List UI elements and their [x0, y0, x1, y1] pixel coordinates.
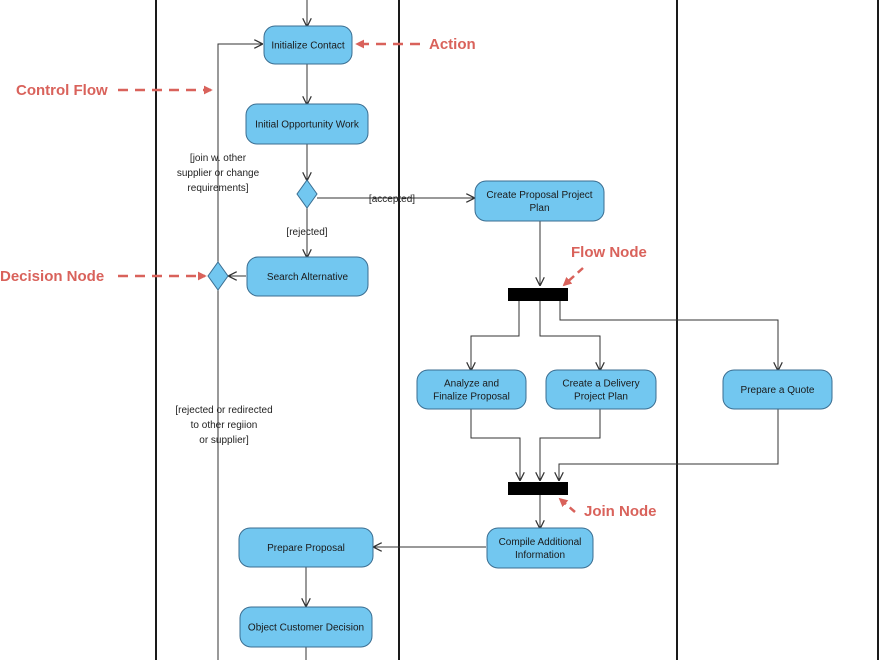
- action-node-label: Plan: [529, 203, 549, 214]
- action-node-shape: [416, 369, 527, 410]
- action-node-label: Initialize Contact: [271, 41, 345, 52]
- action-node-initialize-contact[interactable]: Initialize Contact: [263, 25, 353, 65]
- action-node-shape: [238, 527, 374, 568]
- annotation-decision-node: Decision Node: [0, 268, 104, 285]
- guard-join-other-line: requirements]: [187, 183, 248, 194]
- action-node-shape: [263, 25, 353, 65]
- guard-rejected: [rejected]: [286, 227, 327, 238]
- guard-labels: [join w. other supplier or change requir…: [175, 153, 415, 446]
- action-node-label: Create a Delivery: [562, 379, 639, 390]
- decision-node-alternative[interactable]: [207, 261, 229, 291]
- annotation-control-flow: Control Flow: [16, 82, 108, 99]
- guard-join-other-line: supplier or change: [177, 168, 260, 179]
- action-node-shape: [486, 527, 594, 569]
- guard-join-other-line: [join w. other: [190, 153, 247, 164]
- flow-fork-to-quote: [559, 301, 778, 370]
- action-node-label: Initial Opportunity Work: [255, 120, 360, 131]
- flow-join-other-supplier: [217, 44, 262, 266]
- action-node-object-customer-decision[interactable]: Object Customer Decision: [239, 606, 373, 648]
- annotation-flow-node: Flow Node: [571, 244, 647, 261]
- guard-accepted: [accepted]: [369, 194, 415, 205]
- flow-analyze-to-join: [470, 409, 520, 480]
- action-node-search-alternative[interactable]: Search Alternative: [246, 256, 369, 297]
- action-node-label: Object Customer Decision: [248, 623, 364, 634]
- action-node-shape: [474, 180, 605, 222]
- action-node-prepare-proposal[interactable]: Prepare Proposal: [238, 527, 374, 568]
- action-node-label: Prepare Proposal: [267, 543, 345, 554]
- flow-fork-to-delivery: [539, 301, 600, 370]
- annotation-join-node: Join Node: [584, 503, 657, 520]
- join-node-bar[interactable]: [508, 482, 568, 495]
- action-node-label: Prepare a Quote: [741, 385, 815, 396]
- flow-delivery-to-join: [540, 409, 601, 480]
- action-node-label: Finalize Proposal: [433, 392, 510, 403]
- action-node-shape: [239, 606, 373, 648]
- decision-node-opportunity[interactable]: [296, 179, 318, 209]
- action-node-label: Analyze and: [444, 379, 499, 390]
- annotation-flow-node-arrow: [562, 267, 584, 287]
- action-node-shape: [545, 369, 657, 410]
- annotation-action: Action: [429, 36, 476, 53]
- guard-rejected-redirected-line: to other regiion: [191, 420, 258, 431]
- control-flows: [217, 0, 779, 660]
- action-node-shape: [245, 103, 369, 145]
- guard-rejected-redirected-line: or supplier]: [199, 435, 249, 446]
- action-node-shape: [246, 256, 369, 297]
- flow-fork-to-analyze: [471, 301, 520, 370]
- flow-quote-to-join: [559, 409, 779, 480]
- action-node-initial-opportunity-work[interactable]: Initial Opportunity Work: [245, 103, 369, 145]
- action-node-label: Create Proposal Project: [486, 190, 592, 201]
- action-node-shape: [722, 369, 833, 410]
- annotation-join-node-arrow: [558, 497, 576, 513]
- action-node-label: Compile Additional: [499, 537, 582, 548]
- action-node-label: Project Plan: [574, 392, 628, 403]
- action-node-label: Information: [515, 550, 565, 561]
- fork-node-bar[interactable]: [508, 288, 568, 301]
- annotations: Action Control Flow Flow Node Decision N…: [0, 36, 657, 520]
- swimlane-dividers: [155, 0, 879, 660]
- guard-rejected-redirected-line: [rejected or redirected: [175, 405, 272, 416]
- action-node-label: Search Alternative: [267, 272, 349, 283]
- action-node-prepare-a-quote[interactable]: Prepare a Quote: [722, 369, 833, 410]
